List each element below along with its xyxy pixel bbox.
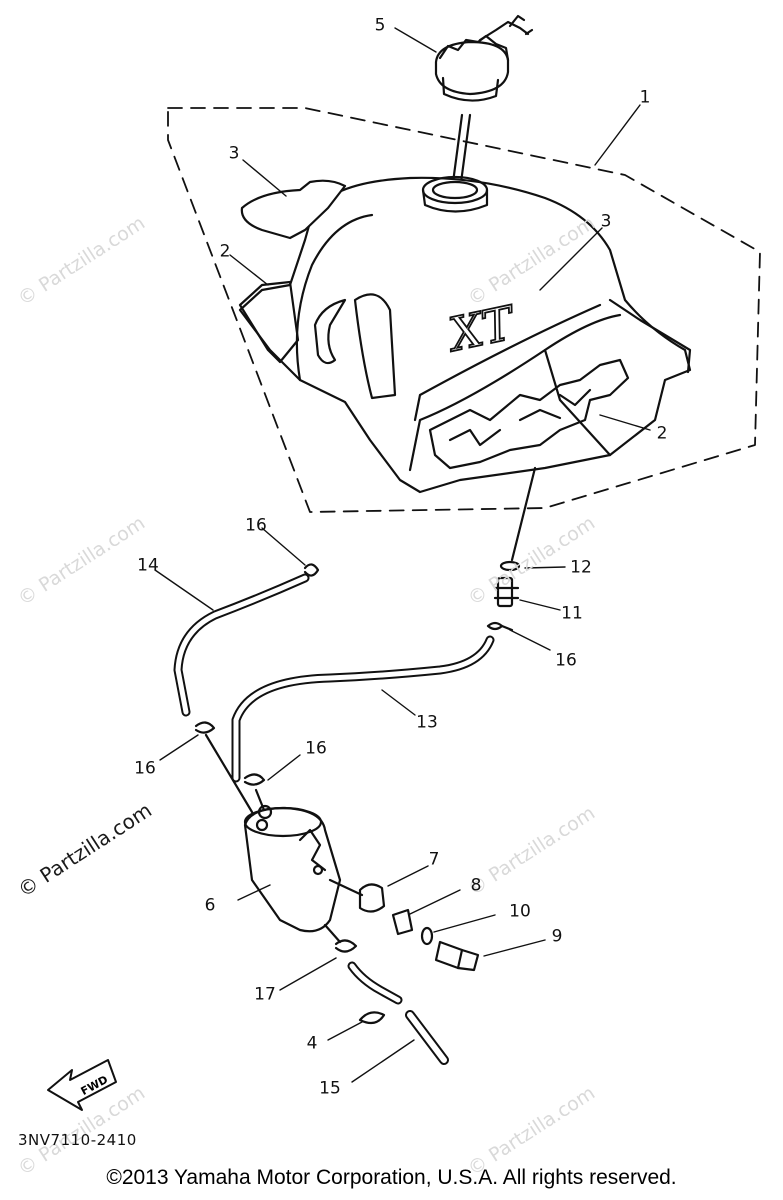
callout-2: 2 — [656, 423, 668, 444]
callout-10: 10 — [509, 901, 531, 922]
bolt-9 — [434, 940, 480, 972]
callout-4: 4 — [306, 1033, 318, 1054]
callout-11: 11 — [561, 603, 583, 624]
callout-17: 17 — [254, 984, 276, 1005]
clamp-17 — [334, 939, 358, 953]
clamp-16-c — [194, 721, 216, 734]
clamp-16-d — [243, 773, 266, 786]
callout-12: 12 — [570, 557, 592, 578]
callout-15: 15 — [319, 1078, 341, 1099]
callout-9: 9 — [551, 926, 563, 947]
washer-10 — [420, 926, 434, 946]
assembly-outline — [167, 107, 761, 513]
gasket-12 — [499, 560, 521, 572]
callout-14: 14 — [137, 555, 159, 576]
callout-6: 6 — [204, 895, 216, 916]
clamp-16-a — [303, 563, 320, 577]
callout-3: 3 — [600, 211, 612, 232]
fuel-filter-6 — [243, 804, 342, 933]
callout-8: 8 — [470, 875, 482, 896]
callout-2: 2 — [219, 241, 231, 262]
fuel-tank — [238, 175, 692, 494]
callout-7: 7 — [428, 849, 440, 870]
fuel-cap — [434, 14, 534, 102]
callout-1: 1 — [639, 87, 651, 108]
fwd-arrow — [47, 1059, 117, 1111]
callout-13: 13 — [416, 712, 438, 733]
callout-16: 16 — [245, 515, 267, 536]
hose-14 — [173, 573, 310, 717]
fitting-11 — [493, 576, 520, 608]
clip-4 — [358, 1011, 386, 1025]
callout-16: 16 — [305, 738, 327, 759]
callout-16: 16 — [134, 758, 156, 779]
callout-16: 16 — [555, 650, 577, 671]
tank-to-petcock — [510, 466, 537, 562]
collar-8 — [391, 908, 414, 936]
hose-13 — [231, 635, 495, 783]
callout-3: 3 — [228, 143, 240, 164]
callout-5: 5 — [374, 15, 386, 36]
copyright-notice: ©2013 Yamaha Motor Corporation, U.S.A. A… — [106, 1166, 677, 1189]
clamp-16-b — [486, 621, 514, 632]
grommet-7 — [358, 883, 386, 913]
part-code: 3NV7110-2410 — [18, 1131, 137, 1149]
